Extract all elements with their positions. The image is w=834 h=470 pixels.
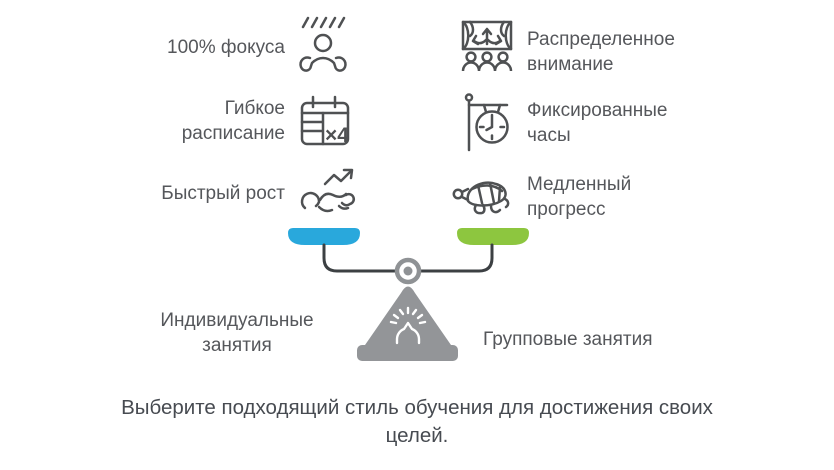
hare-growth-arrow-icon (295, 164, 359, 222)
feature-label-divided-attention: Распределенное внимание (527, 29, 675, 75)
side-label-individual-lessons: Индивидуальные занятия (160, 310, 314, 356)
hanging-clock-icon (462, 92, 512, 152)
calendar-x4-icon: ×4 (299, 95, 351, 147)
feature-label-slow-progress: Медленный прогресс (527, 174, 632, 220)
scale-pedestal (365, 286, 451, 345)
feature-label-focus: 100% фокуса (167, 37, 285, 58)
scale-base (357, 345, 458, 361)
scale-pivot-center (403, 266, 413, 276)
bottom-caption: Выберите подходящий стиль обучения для д… (121, 396, 713, 447)
balance-scale (288, 228, 529, 361)
scale-pan-right (457, 228, 529, 245)
scale-gauge (389, 306, 427, 345)
scale-pan-left (288, 228, 360, 245)
turtle-icon (451, 172, 515, 218)
side-label-group-lessons: Групповые занятия (483, 329, 653, 350)
stage-audience-icon (460, 19, 514, 71)
calendar-x4-text: ×4 (325, 124, 349, 147)
feature-label-flexible-schedule: Гибкое расписание (181, 98, 285, 144)
focused-person-icon (297, 15, 351, 75)
feature-label-fast-growth: Быстрый рост (161, 183, 285, 204)
feature-label-fixed-hours: Фиксированные часы (527, 100, 668, 146)
